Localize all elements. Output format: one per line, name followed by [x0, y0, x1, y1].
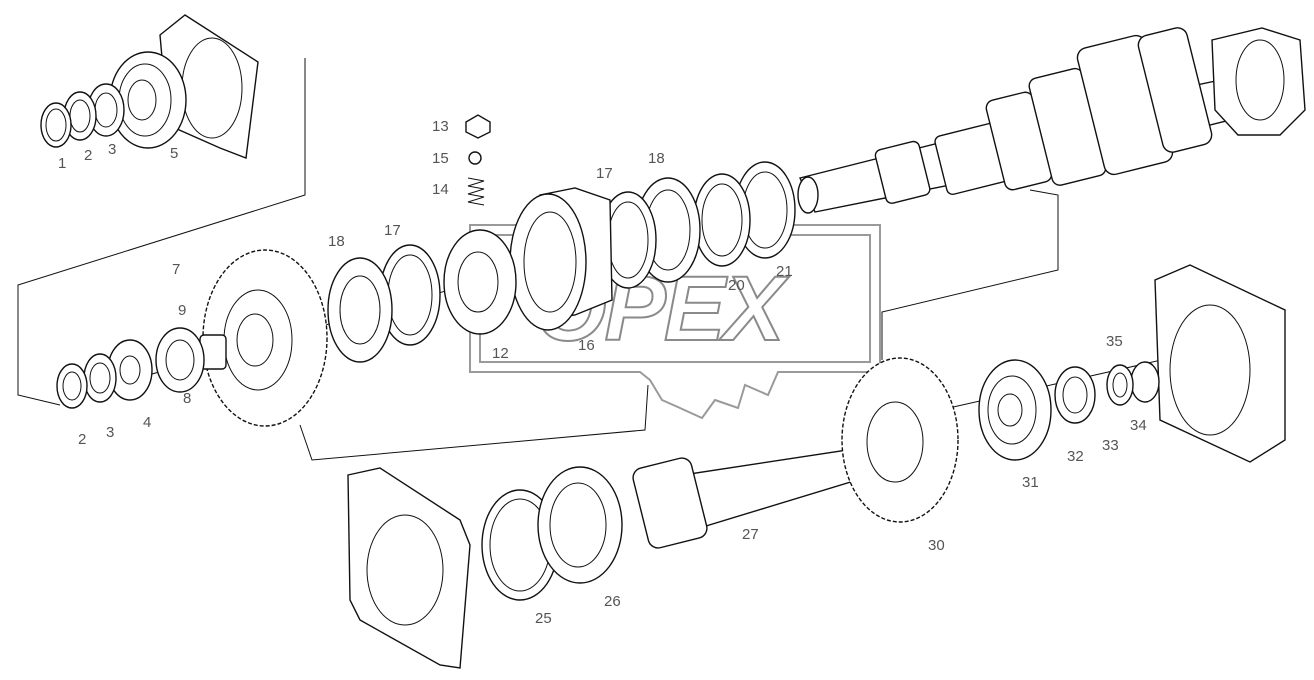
- callout-26: 26: [604, 593, 621, 610]
- synchro-sleeve-16-bore: [523, 211, 577, 313]
- circlip-34: [1130, 361, 1160, 403]
- main-shaft-assembly: [797, 27, 1306, 214]
- callout-17-right: 17: [596, 165, 613, 182]
- callout-18-left: 18: [328, 233, 345, 250]
- circlip-1-inner: [45, 108, 67, 142]
- frame-left: [17, 58, 306, 406]
- gear-7-group: [56, 249, 328, 427]
- callout-7: 7: [172, 261, 180, 278]
- rings-20-21: [693, 161, 796, 267]
- watermark-cog-outline: [469, 224, 881, 420]
- main-shaft-nose: [797, 176, 819, 214]
- callout-14: 14: [432, 181, 449, 198]
- needle-bearing-8: [155, 327, 205, 393]
- ring-3-bottom: [83, 353, 117, 403]
- detent-parts: [465, 114, 491, 206]
- callout-35: 35: [1106, 333, 1123, 350]
- shaft-gear-6: [1137, 27, 1213, 153]
- callout-33: 33: [1102, 437, 1119, 454]
- bearing-31: [978, 359, 1052, 461]
- callout-8: 8: [183, 390, 191, 407]
- ring-32-inner: [1062, 376, 1088, 414]
- housing-plate-right: [1154, 264, 1286, 463]
- callout-15: 15: [432, 150, 449, 167]
- ring-32: [1054, 366, 1096, 424]
- callout-5: 5: [170, 145, 178, 162]
- top-left-bearing-group: [40, 14, 259, 159]
- bearing-31-bore: [997, 393, 1023, 427]
- callout-21: 21: [776, 263, 793, 280]
- ring-20-inner: [701, 183, 743, 257]
- callout-34: 34: [1130, 417, 1147, 434]
- synchro-assembly-left: [327, 229, 517, 363]
- synchro-ring-18-left-inner: [339, 275, 381, 345]
- lower-shaft-assembly: [347, 357, 959, 669]
- bearing-26: [537, 466, 623, 584]
- callout-20: 20: [728, 277, 745, 294]
- washer-4-inner: [119, 355, 141, 385]
- corner-mark: 13: [2, 677, 19, 680]
- callout-2-bottom: 2: [78, 431, 86, 448]
- ring-2-bottom: [56, 363, 88, 409]
- callout-16: 16: [578, 337, 595, 354]
- callout-18-right: 18: [648, 150, 665, 167]
- synchro-ring-18-left: [327, 257, 393, 363]
- frame-bottom: [299, 384, 649, 461]
- bearing-26-inner: [549, 482, 607, 568]
- ring-3-bottom-inner: [89, 362, 111, 394]
- housing-bore-right: [1169, 304, 1251, 436]
- frame-right: [881, 189, 1059, 360]
- ring-33: [1106, 364, 1134, 406]
- ball-15: [468, 151, 482, 165]
- gear-7-bore: [236, 313, 274, 367]
- hub-12-inner: [457, 251, 499, 313]
- spring-14: [467, 177, 485, 206]
- shaft-end-bore: [1235, 39, 1285, 121]
- callout-17-left: 17: [384, 222, 401, 239]
- shaft-end-cap: [1211, 27, 1306, 136]
- callout-4: 4: [143, 414, 151, 431]
- callout-2: 2: [84, 147, 92, 164]
- callout-32: 32: [1067, 448, 1084, 465]
- gear-30: [841, 357, 959, 523]
- callout-labels: 1 2 3 5 13 15 14 17 18 17 18 7 9 12 16 2…: [2, 118, 1147, 680]
- callout-12: 12: [492, 345, 509, 362]
- housing-bore-bottom: [366, 514, 444, 626]
- callout-3: 3: [108, 141, 116, 158]
- callout-1: 1: [58, 155, 66, 172]
- right-bearing-group: [978, 264, 1286, 463]
- ring-2-bottom-inner: [62, 371, 82, 401]
- synchro-assembly-right: [509, 177, 701, 331]
- callout-13: 13: [432, 118, 449, 135]
- callout-31: 31: [1022, 474, 1039, 491]
- ring-33-inner: [1112, 372, 1128, 398]
- hub-12: [443, 229, 517, 335]
- callout-27: 27: [742, 526, 759, 543]
- synchro-sleeve-16-face: [509, 193, 587, 331]
- bearing-5-bore: [127, 79, 157, 121]
- shaft-27-gear: [632, 457, 708, 549]
- shaft-spline-1: [874, 140, 931, 204]
- bearing-31-inner: [987, 375, 1037, 445]
- housing-plate-bottom: [347, 467, 471, 669]
- callout-3-bottom: 3: [106, 424, 114, 441]
- gear-30-hub: [866, 401, 924, 483]
- callout-9: 9: [178, 302, 186, 319]
- callout-25: 25: [535, 610, 552, 627]
- callout-30: 30: [928, 537, 945, 554]
- needle-bearing-8-inner: [165, 339, 195, 381]
- plug-13: [465, 114, 491, 139]
